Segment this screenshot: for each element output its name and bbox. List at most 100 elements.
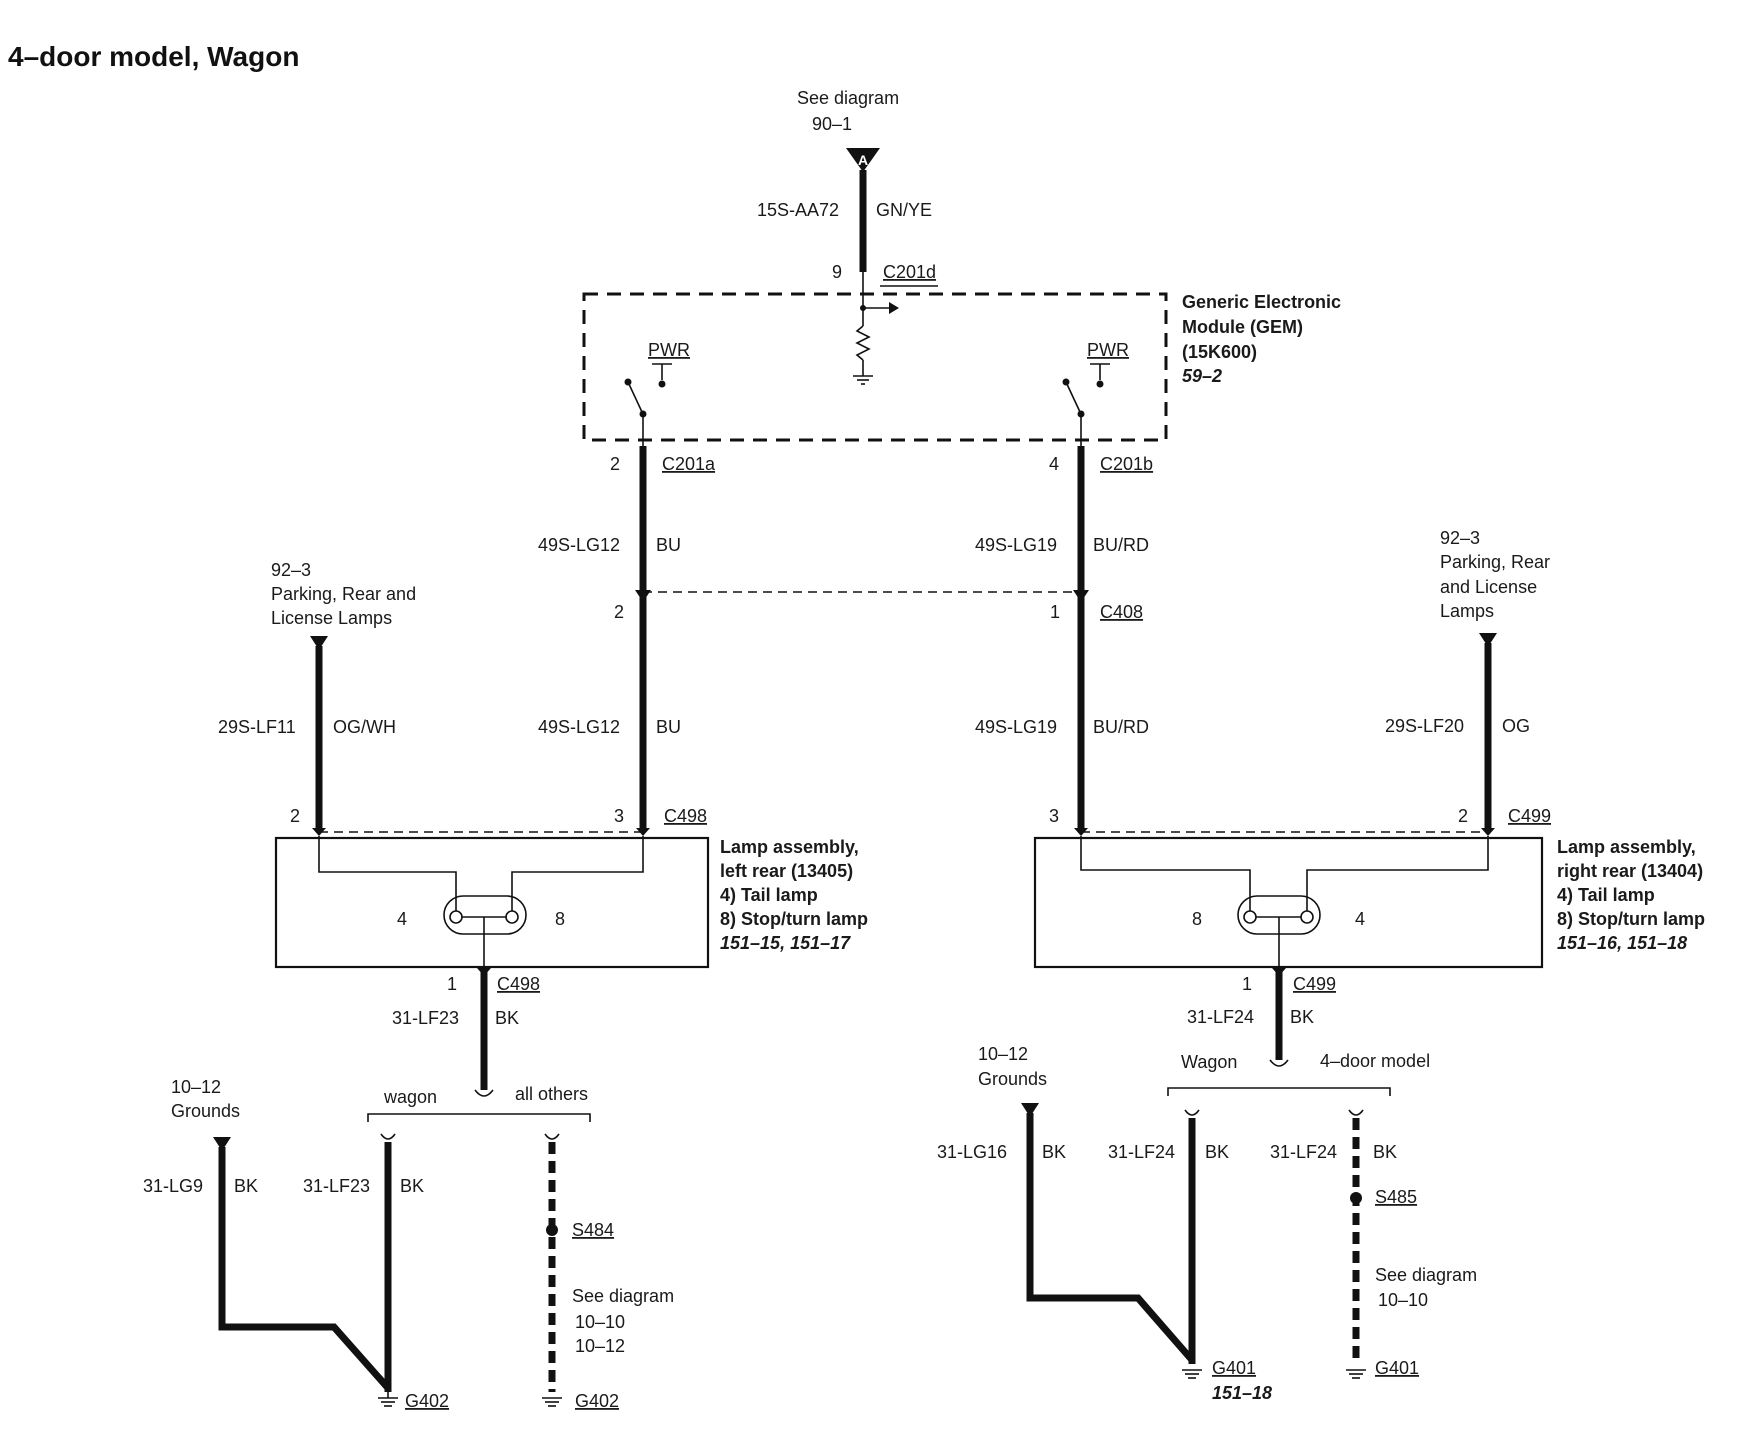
c408-left-arrow-icon: [635, 590, 651, 602]
left-parking-arrow-icon: [310, 636, 328, 650]
right-lamp-name-line1: Lamp assembly,: [1557, 837, 1696, 857]
right-lamp-item2: 8) Stop/turn lamp: [1557, 909, 1705, 929]
left-see-ref1: 10–10: [575, 1312, 625, 1332]
right-wire-a-color: BK: [1042, 1142, 1066, 1162]
right-split-4door: 4–door model: [1320, 1051, 1430, 1071]
right-lamp-pin-8: 8: [1192, 909, 1202, 929]
left-lamp-assembly-box: [274, 836, 710, 969]
left-lower-wire-code: 49S-LG12: [538, 717, 620, 737]
right-split-bracket: [1167, 1087, 1391, 1096]
c499-ground-pin: 1: [1242, 974, 1252, 994]
right-split-wagon: Wagon: [1181, 1052, 1237, 1072]
top-see-diagram: See diagram: [797, 88, 899, 108]
left-lower-wire-color: BU: [656, 717, 681, 737]
gem-module-box: [582, 292, 1168, 442]
g402-b-label: G402: [575, 1391, 619, 1411]
connector-a-arrow-icon: [846, 148, 880, 172]
left-parking-line1: Parking, Rear and: [271, 584, 416, 604]
left-ground-wire-code: 31-LF23: [392, 1008, 459, 1028]
left-wire-a-color: BK: [234, 1176, 258, 1196]
right-wire-c-color: BK: [1373, 1142, 1397, 1162]
left-wire-b-code: 31-LF23: [303, 1176, 370, 1196]
right-ground-wire-code: 31-LF24: [1187, 1007, 1254, 1027]
right-parking-pin: 2: [1458, 806, 1468, 826]
right-wire-c-code: 31-LF24: [1270, 1142, 1337, 1162]
gem-pwr-right-label: PWR: [1087, 340, 1129, 360]
left-lamp-name-line1: Lamp assembly,: [720, 837, 859, 857]
right-see-ref1: 10–10: [1378, 1290, 1428, 1310]
gem-pwr-left-label: PWR: [648, 340, 690, 360]
s484-splice-icon: [546, 1224, 558, 1236]
right-parking-line2: and License: [1440, 577, 1537, 597]
right-lower-wire-color: BU/RD: [1093, 717, 1149, 737]
connector-a-letter: A: [858, 152, 868, 168]
right-parking-arrow-icon: [1479, 633, 1497, 647]
left-see-diagram: See diagram: [572, 1286, 674, 1306]
left-parking-wire-code: 29S-LF11: [218, 717, 296, 737]
right-lamp-assembly-box: [1033, 836, 1544, 969]
right-upper-wire-color: BU/RD: [1093, 535, 1149, 555]
right-wire-b-color: BK: [1205, 1142, 1229, 1162]
gem-internal-tap-arrow-icon: [889, 302, 899, 314]
c499-top-label: C499: [1508, 806, 1551, 826]
left-parking-ref: 92–3: [271, 560, 311, 580]
c498-top-label: C498: [664, 806, 707, 826]
left-grounds-ref: 10–12: [171, 1077, 221, 1097]
right-wire-a-code: 31-LG16: [937, 1142, 1007, 1162]
left-grounds-label: Grounds: [171, 1101, 240, 1121]
left-bulb-icon: [443, 895, 527, 935]
gem-name-line2: Module (GEM): [1182, 317, 1303, 337]
right-ground-wire-color: BK: [1290, 1007, 1314, 1027]
c201a-label: C201a: [662, 454, 716, 474]
c499-ground-label: C499: [1293, 974, 1336, 994]
right-tail-feed: [1306, 836, 1489, 892]
wire-31-lg16: [1026, 1113, 1195, 1363]
right-grounds-label: Grounds: [978, 1069, 1047, 1089]
s484-label: S484: [572, 1220, 614, 1240]
right-parking-wire-color: OG: [1502, 716, 1530, 736]
c498-ground-pin: 1: [447, 974, 457, 994]
c408-right-arrow-icon: [1073, 590, 1089, 602]
left-lamp-item2: 8) Stop/turn lamp: [720, 909, 868, 929]
right-lamp-pin-4: 4: [1355, 909, 1365, 929]
right-lower-wire-code: 49S-LG19: [975, 717, 1057, 737]
c498-pin-3: 3: [614, 806, 624, 826]
gem-pullup-resistor-icon: [855, 325, 871, 361]
c408-right-pin: 1: [1050, 602, 1060, 622]
left-wire-a-code: 31-LG9: [143, 1176, 203, 1196]
c201d-label: C201d: [883, 262, 936, 282]
g401-a-label: G401: [1212, 1358, 1256, 1378]
right-wire-b-code: 31-LF24: [1108, 1142, 1175, 1162]
right-grounds-arrow-icon: [1021, 1103, 1039, 1117]
g402-a-label: G402: [405, 1391, 449, 1411]
right-lamp-name-line2: right rear (13404): [1557, 861, 1703, 881]
c201b-pin: 4: [1049, 454, 1059, 474]
left-split-bracket: [367, 1113, 591, 1122]
left-stop-feed: [511, 836, 644, 892]
c201a-pin: 2: [610, 454, 620, 474]
right-parking-line1: Parking, Rear: [1440, 552, 1550, 572]
right-see-diagram: See diagram: [1375, 1265, 1477, 1285]
left-upper-wire-color: BU: [656, 535, 681, 555]
left-tail-feed: [318, 836, 457, 892]
left-lamp-item1: 4) Tail lamp: [720, 885, 818, 905]
top-diagram-no: 90–1: [812, 114, 852, 134]
left-upper-wire-code: 49S-LG12: [538, 535, 620, 555]
wire-15s-aa72-color: GN/YE: [876, 200, 932, 220]
g401-b-label: G401: [1375, 1358, 1419, 1378]
left-split-others: all others: [515, 1084, 588, 1104]
left-split-wagon: wagon: [383, 1087, 437, 1107]
gem-page-ref: 59–2: [1182, 366, 1222, 386]
right-lamp-item1: 4) Tail lamp: [1557, 885, 1655, 905]
left-lamp-refs: 151–15, 151–17: [720, 933, 851, 953]
wire-31-lg9: [218, 1147, 391, 1391]
c498-ground-label: C498: [497, 974, 540, 994]
c408-label: C408: [1100, 602, 1143, 622]
s485-splice-icon: [1350, 1192, 1362, 1204]
page-title: 4–door model, Wagon: [8, 41, 299, 72]
left-ground-wire-color: BK: [495, 1008, 519, 1028]
c499-pin-3: 3: [1049, 806, 1059, 826]
gem-part-no: (15K600): [1182, 342, 1257, 362]
left-see-ref2: 10–12: [575, 1336, 625, 1356]
